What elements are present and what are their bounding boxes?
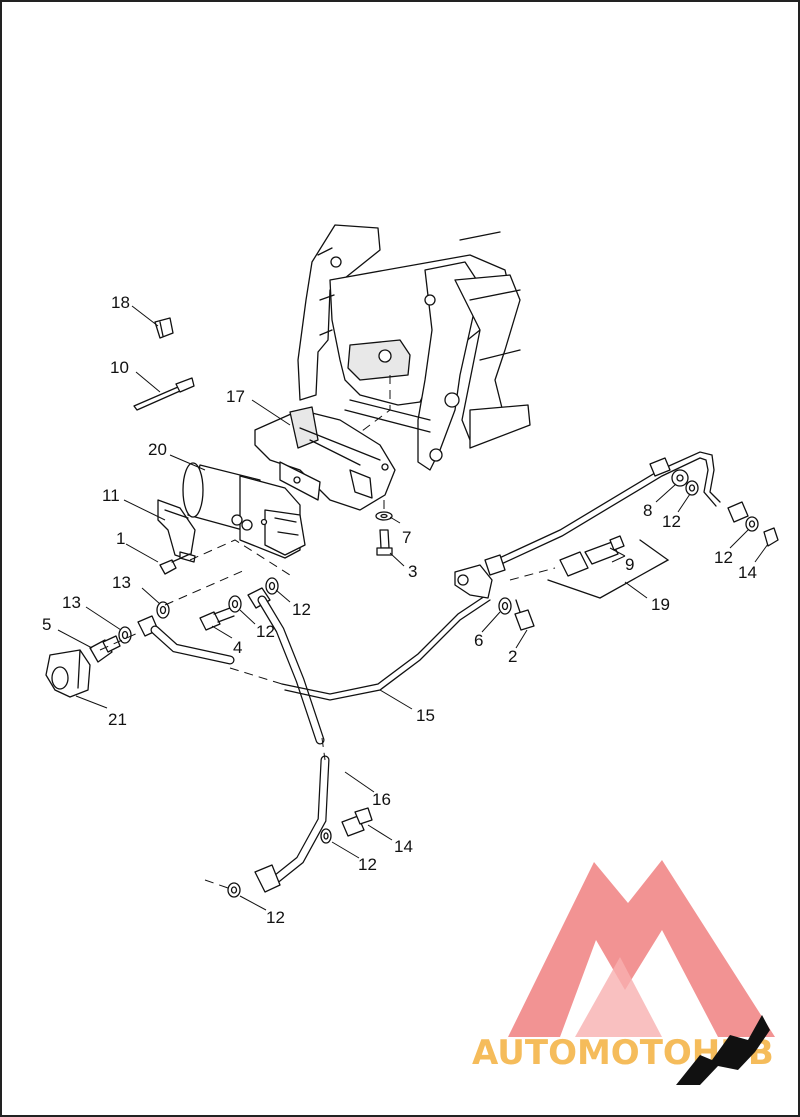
watermark-rider-icon <box>676 1015 770 1085</box>
callout-12-top: 12 <box>292 600 311 619</box>
callout-12-right-b: 12 <box>714 548 733 567</box>
part-2-bolt <box>514 599 535 631</box>
callout-12-bottom: 12 <box>266 908 285 927</box>
callout-7: 7 <box>402 528 411 547</box>
callout-14-lower: 14 <box>394 837 413 856</box>
watermark-logo: AUTOMOTOHUB <box>472 860 775 1085</box>
part-13-washer-lower <box>118 626 132 644</box>
part-13-line <box>137 615 235 665</box>
part-13-washer-upper <box>156 601 170 619</box>
callout-3: 3 <box>408 562 417 581</box>
part-18-clip <box>154 317 174 339</box>
callout-19: 19 <box>651 595 670 614</box>
part-6-washer <box>498 597 512 615</box>
callout-13-upper: 13 <box>112 573 131 592</box>
callout-20: 20 <box>148 440 167 459</box>
callout-12-mid: 12 <box>256 622 275 641</box>
callout-labels: 18 10 17 20 11 1 7 3 13 13 5 21 4 12 12 … <box>42 293 757 927</box>
part-9-switch <box>509 535 625 581</box>
part-12-washer-bottom <box>227 882 241 898</box>
motorcycle-frame <box>297 224 531 471</box>
part-14-bolt-right <box>727 501 779 547</box>
callout-13-lower: 13 <box>62 593 81 612</box>
callout-12-lower-mid: 12 <box>358 855 377 874</box>
callout-14-right: 14 <box>738 563 757 582</box>
part-5-fitting <box>89 635 121 663</box>
callout-6: 6 <box>474 631 483 650</box>
part-21-clamp <box>45 649 91 698</box>
part-19-group-bracket <box>547 539 670 599</box>
part-15-banjo <box>454 554 506 599</box>
callout-10: 10 <box>110 358 129 377</box>
assembly-guide-lines <box>99 500 385 889</box>
callout-11: 11 <box>102 486 120 505</box>
watermark-triangle-icon <box>508 860 775 1037</box>
part-8-brake-line-upper <box>494 451 721 567</box>
part-12-washer-top <box>265 577 279 595</box>
part-7-washer <box>375 511 393 521</box>
part-3-bolt <box>376 529 393 556</box>
callout-5: 5 <box>42 615 51 634</box>
part-1-bolt <box>159 553 191 575</box>
part-4-bolt <box>199 607 235 631</box>
part-20-starter <box>182 462 306 559</box>
leader-lines <box>57 305 769 911</box>
callout-21: 21 <box>108 710 127 729</box>
part-17-bracket <box>254 406 396 511</box>
callout-8: 8 <box>643 501 652 520</box>
callout-17: 17 <box>226 387 245 406</box>
callout-15: 15 <box>416 706 435 725</box>
callout-12-right-a: 12 <box>662 512 681 531</box>
callout-9: 9 <box>625 555 634 574</box>
callout-1: 1 <box>116 529 125 548</box>
part-14-bolt-lower <box>341 807 373 837</box>
part-12-washer-mid <box>228 595 242 613</box>
part-15-brake-line <box>229 593 491 701</box>
callout-16: 16 <box>372 790 391 809</box>
part-10-cable-strap <box>133 377 195 411</box>
part-12-washer-lower-mid <box>320 828 332 844</box>
callout-4: 4 <box>233 638 242 657</box>
callout-18: 18 <box>111 293 130 312</box>
part-12-washer-right-b <box>745 516 759 532</box>
callout-2: 2 <box>508 647 517 666</box>
part-12-washer-right-a <box>685 480 699 496</box>
part-16-hose <box>247 587 330 893</box>
